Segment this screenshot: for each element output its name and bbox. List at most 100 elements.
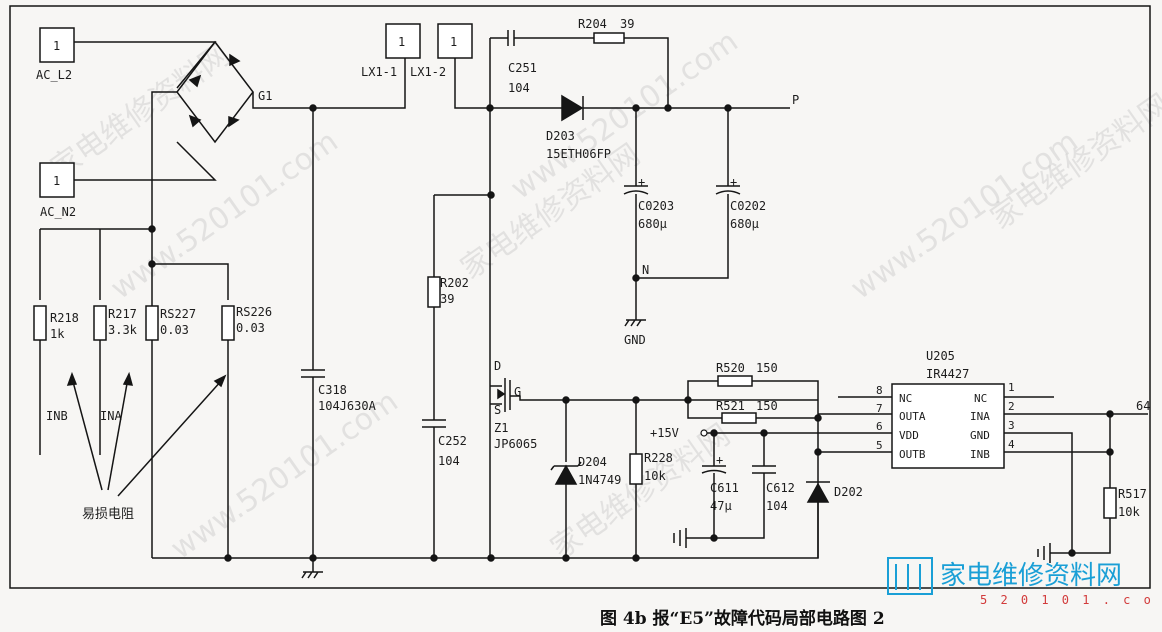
svg-text:104: 104 <box>508 81 530 95</box>
svg-text:1: 1 <box>450 35 457 49</box>
resistor-r228: R228 10k <box>629 451 673 485</box>
svg-text:R218: R218 <box>50 311 79 325</box>
svg-text:150: 150 <box>756 361 778 375</box>
svg-text:AC_N2: AC_N2 <box>40 205 76 219</box>
svg-text:AC_L2: AC_L2 <box>36 68 72 82</box>
svg-text:8: 8 <box>876 384 883 397</box>
terminal-ac-n2: 1 AC_N2 <box>39 162 76 219</box>
svg-text:+: + <box>716 453 723 467</box>
site-logo: 家电维修资料网 5 2 0 1 0 1 . c o m <box>887 557 1162 607</box>
svg-text:10k: 10k <box>644 469 666 483</box>
svg-text:1k: 1k <box>50 327 65 341</box>
svg-text:GND: GND <box>970 429 990 442</box>
svg-text:RS227: RS227 <box>160 307 196 321</box>
svg-text:39: 39 <box>440 292 454 306</box>
ic-u205: U205 IR4427 8 NC 7 OUTA 6 VDD 5 OUTB 1 N… <box>818 349 1148 553</box>
resistor-r218: R218 1k <box>33 305 79 455</box>
svg-text:0.03: 0.03 <box>160 323 189 337</box>
svg-text:OUTB: OUTB <box>899 448 926 461</box>
svg-text:家电维修资料网: 家电维修资料网 <box>940 561 1122 591</box>
svg-text:C318: C318 <box>318 383 347 397</box>
svg-text:104: 104 <box>438 454 460 468</box>
label-ina: INA <box>100 409 122 423</box>
capacitor-c252: C252 104 <box>422 419 467 558</box>
net-64-label: 64 <box>1136 399 1150 413</box>
resistor-rs226: RS226 0.03 <box>221 305 272 558</box>
svg-text:R217: R217 <box>108 307 137 321</box>
svg-text:C0203: C0203 <box>638 199 674 213</box>
capacitor-c612: C612 104 <box>752 465 795 513</box>
svg-text:2: 2 <box>1008 400 1015 413</box>
resistor-r204: R204 39 <box>578 17 634 44</box>
svg-text:LX1-2: LX1-2 <box>410 65 446 79</box>
svg-text:1: 1 <box>53 39 60 53</box>
node-n: N <box>642 263 649 277</box>
svg-text:1: 1 <box>1008 381 1015 394</box>
svg-text:OUTA: OUTA <box>899 410 926 423</box>
svg-text:+15V: +15V <box>650 426 679 440</box>
svg-text:D204: D204 <box>578 455 607 469</box>
svg-text:G: G <box>514 385 521 399</box>
zener-d204: D204 1N4749 <box>550 455 621 487</box>
svg-text:Z1: Z1 <box>494 421 508 435</box>
diode-d203: D203 15ETH06FP <box>546 94 611 161</box>
watermark-cn: 家电维修资料网 <box>545 417 737 566</box>
figure-caption: 图 4b 报“E5”故障代码局部电路图 2 <box>600 608 885 629</box>
svg-text:+: + <box>638 175 645 189</box>
svg-text:680μ: 680μ <box>730 217 759 231</box>
svg-text:1N4749: 1N4749 <box>578 473 621 487</box>
svg-text:INB: INB <box>970 448 990 461</box>
svg-text:S: S <box>494 403 501 417</box>
capacitor-c0203: P + C0203 680μ <box>623 175 674 231</box>
label-inb: INB <box>46 409 68 423</box>
svg-text:R521: R521 <box>716 399 745 413</box>
svg-text:6: 6 <box>876 420 883 433</box>
terminal-ac-l2: 1 AC_L2 <box>36 27 75 82</box>
svg-text:1: 1 <box>398 35 405 49</box>
svg-text:5: 5 <box>876 439 883 452</box>
svg-text:VDD: VDD <box>899 429 919 442</box>
svg-text:150: 150 <box>756 399 778 413</box>
svg-text:680μ: 680μ <box>638 217 667 231</box>
resistor-r202: R202 39 <box>427 276 469 308</box>
mosfet-z1: D G S Z1 JP6065 <box>489 359 566 451</box>
svg-text:NC: NC <box>899 392 912 405</box>
svg-text:C611: C611 <box>710 481 739 495</box>
svg-text:G1: G1 <box>258 89 272 103</box>
svg-text:C612: C612 <box>766 481 795 495</box>
terminal-lx1-2: 1 LX1-2 <box>410 23 473 79</box>
svg-text:R520: R520 <box>716 361 745 375</box>
watermark-url: www.520101.com <box>105 124 345 307</box>
resistor-rs227: RS227 0.03 <box>145 305 196 341</box>
svg-text:C251: C251 <box>508 61 537 75</box>
svg-text:0.03: 0.03 <box>236 321 265 335</box>
svg-text:D202: D202 <box>834 485 863 499</box>
fragile-resistor-annotation: 易损电阻 <box>66 371 227 522</box>
svg-text:1: 1 <box>53 174 60 188</box>
diode-d202: D202 <box>806 481 863 503</box>
svg-text:3: 3 <box>1008 419 1015 432</box>
svg-text:LX1-1: LX1-1 <box>361 65 397 79</box>
svg-text:R517: R517 <box>1118 487 1147 501</box>
bridge-rectifier-g1: G1 <box>176 40 406 144</box>
svg-text:15ETH06FP: 15ETH06FP <box>546 147 611 161</box>
schematic-border <box>9 5 1151 589</box>
svg-text:104J630A: 104J630A <box>318 399 377 413</box>
svg-text:RS226: RS226 <box>236 305 272 319</box>
svg-text:5 2 0 1 0 1 . c o m: 5 2 0 1 0 1 . c o m <box>980 593 1162 607</box>
svg-text:INA: INA <box>970 410 990 423</box>
svg-text:U205: U205 <box>926 349 955 363</box>
terminal-lx1-1: 1 LX1-1 <box>361 23 421 79</box>
capacitor-c611: + C611 47μ <box>701 453 739 513</box>
svg-text:47μ: 47μ <box>710 499 732 513</box>
resistor-r520: R520 150 <box>716 361 778 387</box>
svg-text:R204: R204 <box>578 17 607 31</box>
resistor-r517: R517 10k <box>1103 487 1147 519</box>
ground-symbol <box>301 558 323 579</box>
svg-text:R202: R202 <box>440 276 469 290</box>
svg-text:3.3k: 3.3k <box>108 323 138 337</box>
svg-text:C0202: C0202 <box>730 199 766 213</box>
capacitor-c251: C251 104 <box>507 30 537 95</box>
